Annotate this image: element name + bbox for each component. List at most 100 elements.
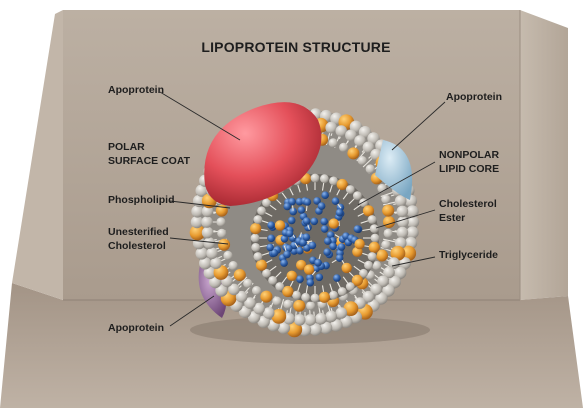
- board-right-wing: [520, 10, 568, 300]
- triglyceride-molecule: [304, 198, 312, 206]
- cholesterol-molecule: [383, 216, 395, 228]
- phospholipid-head: [196, 247, 208, 259]
- phospholipid-head: [329, 291, 338, 300]
- phospholipid-head: [320, 174, 329, 183]
- cholesterol-molecule: [347, 147, 359, 159]
- phospholipid-head: [329, 177, 338, 186]
- label-cholesterol-ester-line1: Cholesterol: [439, 198, 497, 210]
- triglyceride-molecule: [296, 247, 304, 255]
- phospholipid-head: [381, 240, 390, 249]
- phospholipid-head: [223, 251, 232, 260]
- phospholipid-head: [353, 191, 362, 200]
- cholesterol-molecule: [218, 239, 230, 251]
- phospholipid-head: [292, 291, 301, 300]
- triglyceride-molecule: [329, 243, 337, 251]
- phospholipid-head: [254, 252, 263, 261]
- triglyceride-molecule: [280, 259, 288, 267]
- label-nonpolar-line1: NONPOLAR: [439, 149, 500, 161]
- triglyceride-molecule: [314, 259, 322, 267]
- phospholipid-head: [325, 122, 337, 134]
- triglyceride-molecule: [288, 217, 296, 225]
- cholesterol-molecule: [293, 300, 305, 312]
- phospholipid-head: [268, 276, 277, 285]
- triglyceride-molecule: [284, 203, 292, 211]
- triglyceride-molecule: [320, 218, 328, 226]
- phospholipid-head: [397, 206, 409, 218]
- label-nonpolar-line2: LIPID CORE: [439, 163, 499, 175]
- phospholipid-head: [283, 300, 292, 309]
- label-apoprotein-bottom: Apoprotein: [108, 322, 164, 334]
- phospholipid-head: [368, 252, 377, 261]
- triglyceride-molecule: [321, 191, 329, 199]
- cholesterol-ester-molecule: [275, 220, 285, 230]
- label-apoprotein-top-right: Apoprotein: [446, 91, 502, 103]
- phospholipid-head: [311, 174, 320, 183]
- phospholipid-head: [272, 297, 281, 306]
- phospholipid-head: [346, 282, 355, 291]
- cholesterol-molecule: [369, 242, 380, 253]
- cholesterol-molecule: [363, 205, 374, 216]
- triglyceride-molecule: [333, 274, 341, 282]
- triglyceride-molecule: [286, 230, 294, 238]
- phospholipid-head: [306, 301, 315, 310]
- cholesterol-molecule: [234, 269, 246, 281]
- phospholipid-head: [368, 215, 377, 224]
- cholesterol-molecule: [319, 292, 330, 303]
- phospholipid-head: [251, 234, 260, 243]
- phospholipid-head: [257, 206, 266, 215]
- phospholipid-head: [216, 217, 225, 226]
- triglyceride-molecule: [321, 225, 329, 233]
- phospholipid-head: [217, 229, 226, 238]
- cholesterol-molecule: [256, 260, 267, 271]
- cholesterol-ester-molecule: [304, 264, 314, 274]
- phospholipid-head: [201, 216, 213, 228]
- phospholipid-head: [384, 229, 393, 238]
- label-cholesterol-ester-line2: Ester: [439, 212, 465, 224]
- label-phospholipid: Phospholipid: [108, 194, 175, 206]
- phospholipid-head: [339, 143, 348, 152]
- label-unesterified-line1: Unesterified: [108, 226, 169, 238]
- cholesterol-molecule: [260, 291, 272, 303]
- triglyceride-molecule: [316, 274, 324, 282]
- triglyceride-molecule: [303, 217, 311, 225]
- phospholipid-head: [397, 227, 409, 239]
- phospholipid-head: [315, 313, 327, 325]
- phospholipid-head: [381, 195, 390, 204]
- cholesterol-molecule: [382, 205, 394, 217]
- phospholipid-head: [358, 156, 367, 165]
- triglyceride-molecule: [266, 244, 274, 252]
- triglyceride-molecule: [267, 221, 275, 229]
- phospholipid-head: [364, 261, 373, 270]
- phospholipid-head: [254, 215, 263, 224]
- board-left-edge: [12, 10, 63, 300]
- triglyceride-molecule: [298, 206, 306, 214]
- phospholipid-head: [329, 138, 338, 147]
- triglyceride-molecule: [296, 275, 304, 283]
- label-apoprotein-top-left: Apoprotein: [108, 84, 164, 96]
- phospholipid-head: [243, 279, 252, 288]
- phospholipid-head: [252, 286, 261, 295]
- label-unesterified-line2: Cholesterol: [108, 240, 166, 252]
- label-polar-line2: SURFACE COAT: [108, 155, 191, 167]
- phospholipid-head: [202, 227, 214, 239]
- phospholipid-head: [305, 314, 317, 326]
- cholesterol-ester-molecule: [342, 263, 352, 273]
- cholesterol-ester-molecule: [354, 239, 364, 249]
- phospholipid-head: [370, 224, 379, 233]
- triglyceride-molecule: [332, 197, 340, 205]
- diagram-title: LIPOPROTEIN STRUCTURE: [201, 39, 390, 55]
- triglyceride-molecule: [318, 202, 326, 210]
- phospholipid-head: [206, 248, 218, 260]
- cholesterol-ester-molecule: [329, 218, 339, 228]
- phospholipid-head: [325, 311, 337, 323]
- triglyceride-molecule: [338, 243, 346, 251]
- triglyceride-molecule: [311, 218, 319, 226]
- phospholipid-head: [366, 164, 375, 173]
- phospholipid-head: [311, 294, 320, 303]
- triglyceride-molecule: [307, 279, 315, 287]
- triglyceride-molecule: [354, 225, 362, 233]
- label-polar-line1: POLAR: [108, 141, 145, 153]
- triglyceride-molecule: [309, 242, 317, 250]
- phospholipid-head: [301, 293, 310, 302]
